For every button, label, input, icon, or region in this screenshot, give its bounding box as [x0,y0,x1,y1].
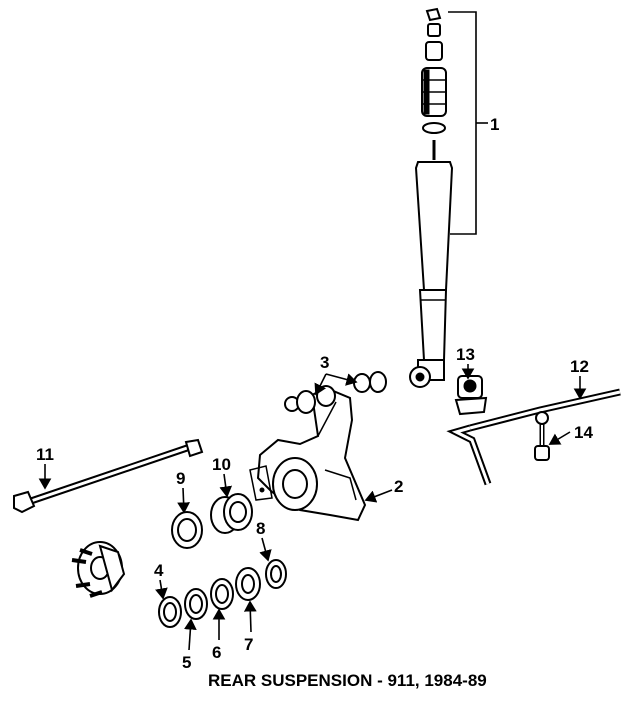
stabilizer-bushing [454,375,488,416]
trailing-arm [249,386,367,522]
callout-11: 11 [36,445,54,464]
wheel-hub [71,541,126,598]
callout-6: 6 [212,643,221,662]
callout-13: 13 [456,345,475,364]
callout-8: 8 [256,519,265,538]
wheel-bearing [210,493,253,534]
callout-12: 12 [570,357,589,376]
callout-2: 2 [394,477,403,496]
seal-plate [171,511,203,549]
callout-14: 14 [574,423,593,442]
callout-1: 1 [490,115,499,134]
callout-7: 7 [244,635,253,654]
bump-stop [421,67,447,117]
stabilizer-bar [446,388,621,486]
diagram-caption: REAR SUSPENSION - 911, 1984-89 [208,671,487,690]
callout-3: 3 [320,353,329,372]
arm-bushings [284,371,387,414]
shock-absorber-assembly [409,7,488,388]
callout-5: 5 [182,653,191,672]
leader-lines [38,364,587,651]
callout-4: 4 [154,561,164,580]
callout-10: 10 [212,455,231,474]
tie-rod [13,438,204,514]
bearing-rings [158,559,287,628]
stabilizer-link [534,411,550,461]
callout-9: 9 [176,469,185,488]
